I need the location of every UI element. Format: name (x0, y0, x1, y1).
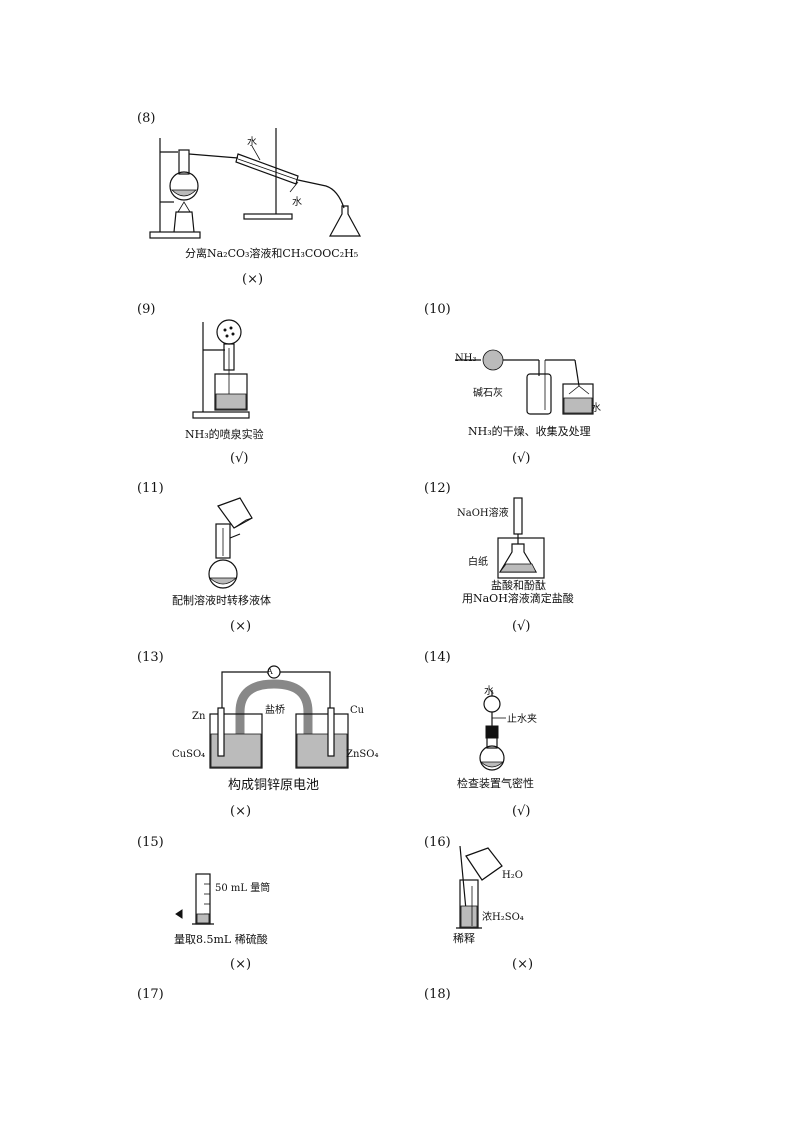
caption-13: 构成铜锌原电池 (228, 778, 320, 793)
water-label: 水 (591, 403, 601, 414)
zinc-sulfate-label: ZnSO₄ (346, 749, 379, 760)
item-number-13: (13) (137, 650, 164, 665)
item-number-9: (9) (137, 302, 156, 317)
water-inlet-label: 水 (247, 137, 257, 148)
ammonia-inlet-label: NH₃ (455, 353, 477, 364)
item-number-17: (17) (137, 987, 164, 1002)
item-number-18: (18) (424, 987, 451, 1002)
item-number-12: (12) (424, 481, 451, 496)
copper-electrode-label: Cu (350, 705, 365, 716)
salt-bridge-label: 盐桥 (265, 705, 285, 716)
titration-apparatus-diagram (497, 497, 545, 579)
judgement-mark-8: (×) (242, 272, 264, 287)
judgement-mark-12: (√) (512, 619, 531, 634)
judgement-mark-9: (√) (230, 451, 249, 466)
ammonia-drying-collection-diagram (455, 349, 594, 415)
item-number-8: (8) (137, 111, 156, 126)
naoh-solution-label: NaOH溶液 (457, 508, 509, 519)
caption-15: 量取8.5mL 稀硫酸 (174, 933, 268, 946)
ammeter-symbol: A (267, 667, 273, 676)
judgement-mark-16: (×) (512, 957, 534, 972)
cylinder-label: 50 mL 量筒 (215, 883, 271, 894)
item-number-11: (11) (137, 481, 164, 496)
caption-9: NH₃的喷泉实验 (185, 428, 264, 441)
water-outlet-label: 水 (292, 197, 302, 208)
fountain-experiment-diagram (192, 319, 250, 419)
item-number-15: (15) (137, 835, 164, 850)
graduated-cylinder-diagram (175, 873, 214, 925)
zinc-electrode-label: Zn (192, 711, 206, 722)
judgement-mark-13: (×) (230, 804, 252, 819)
soda-lime-label: 碱石灰 (473, 388, 503, 399)
caption-10: NH₃的干燥、收集及处理 (468, 425, 591, 438)
stop-clamp-label: 止水夹 (507, 714, 537, 725)
dilution-diagram (456, 845, 503, 929)
caption-12-line1: 盐酸和酚酞 (491, 579, 546, 592)
volumetric-flask-transfer-diagram (208, 497, 253, 589)
conc-sulfuric-acid-label: 浓H₂SO₄ (482, 912, 524, 923)
distillation-apparatus-diagram (149, 128, 362, 239)
judgement-mark-15: (×) (230, 957, 252, 972)
item-number-10: (10) (424, 302, 451, 317)
caption-14: 检查装置气密性 (457, 777, 534, 790)
caption-11: 配制溶液时转移液体 (172, 594, 271, 607)
airtightness-check-diagram (479, 690, 506, 771)
white-paper-label: 白纸 (468, 557, 488, 568)
item-number-14: (14) (424, 650, 451, 665)
caption-12-line2: 用NaOH溶液滴定盐酸 (462, 592, 574, 605)
water-label: H₂O (502, 870, 523, 881)
judgement-mark-10: (√) (512, 451, 531, 466)
galvanic-cell-diagram (209, 665, 349, 769)
copper-sulfate-label: CuSO₄ (172, 749, 206, 760)
caption-16: 稀释 (453, 932, 475, 945)
caption-8: 分离Na₂CO₃溶液和CH₃COOC₂H₅ (185, 247, 359, 260)
item-number-16: (16) (424, 835, 451, 850)
water-label: 水 (484, 686, 494, 697)
judgement-mark-14: (√) (512, 804, 531, 819)
judgement-mark-11: (×) (230, 619, 252, 634)
